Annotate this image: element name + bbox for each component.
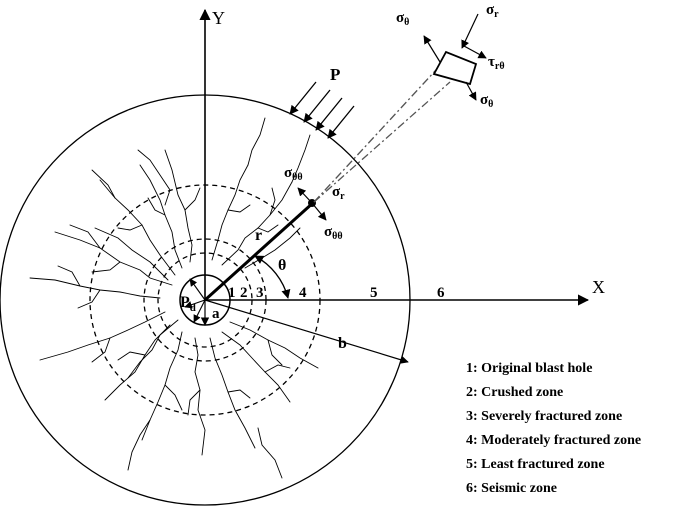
hole-pressure-label: Pd [180, 294, 196, 314]
legend-item: 5: Least fractured zone [466, 457, 605, 472]
legend-item: 2: Crushed zone [466, 385, 564, 400]
projection-line-upper [313, 69, 437, 203]
theta-label: θ [278, 257, 286, 274]
legend-number: 5 [466, 457, 473, 472]
legend-item: 4: Moderately fractured zone [466, 433, 642, 448]
zone-number-3: 3 [256, 285, 264, 301]
radius-b-arrow [204, 299, 409, 364]
legend-text: Original blast hole [481, 361, 593, 376]
legend-item: 3: Severely fractured zone [466, 409, 623, 424]
legend-text: Least fractured zone [481, 457, 605, 472]
tau-r-theta-label: τrθ [488, 54, 505, 72]
legend-number: 1 [466, 361, 473, 376]
external-load-label: P [330, 65, 340, 84]
zone-number-5: 5 [370, 285, 378, 301]
theta-arc [254, 255, 291, 299]
sigma-theta-top-label: σθ [396, 10, 409, 28]
zone-number-1: 1 [228, 285, 236, 301]
hole-pressure-arrows [184, 278, 206, 323]
legend-number: 4 [466, 433, 473, 448]
sigma-theta-top-arrow [423, 35, 441, 63]
external-load-arrows [289, 81, 355, 139]
legend-number: 2 [466, 385, 473, 400]
radius-r-label: r [255, 227, 262, 244]
radius-r-line [203, 200, 316, 302]
sigma-r-top-label: σr [486, 2, 499, 20]
sigma-theta-bottom-arrow [465, 81, 477, 101]
tau-arrow [463, 45, 487, 59]
stress-element [432, 50, 478, 86]
x-axis-label: X [592, 277, 605, 297]
y-axis-label: Y [212, 8, 225, 28]
projection-line-lower [313, 81, 451, 203]
legend-number: 6 [466, 481, 473, 496]
legend-text: Severely fractured zone [481, 409, 623, 424]
legend-item: 6: Seismic zone [466, 481, 557, 496]
radius-b-label: b [338, 335, 347, 352]
zone-number-4: 4 [299, 285, 307, 301]
radius-a-label: a [212, 306, 220, 322]
zone-number-2: 2 [240, 285, 248, 301]
legend-text: Crushed zone [481, 385, 564, 400]
sigma-r-label: σr [332, 184, 345, 202]
legend-text: Seismic zone [481, 481, 557, 496]
sigma-theta-theta-upper-label: σθθ [284, 165, 303, 183]
legend-text: Moderately fractured zone [481, 433, 642, 448]
radial-cracks [29, 117, 319, 479]
zone-number-6: 6 [437, 285, 445, 301]
legend-item: 1: Original blast hole [466, 361, 593, 376]
sigma-theta-theta-upper-arrow [297, 187, 313, 204]
legend-number: 3 [466, 409, 473, 424]
sigma-theta-theta-lower-label: σθθ [324, 224, 343, 242]
sigma-theta-bottom-label: σθ [480, 92, 493, 110]
sigma-theta-theta-lower-arrow [311, 202, 327, 221]
sigma-r-top-arrow [461, 13, 479, 49]
